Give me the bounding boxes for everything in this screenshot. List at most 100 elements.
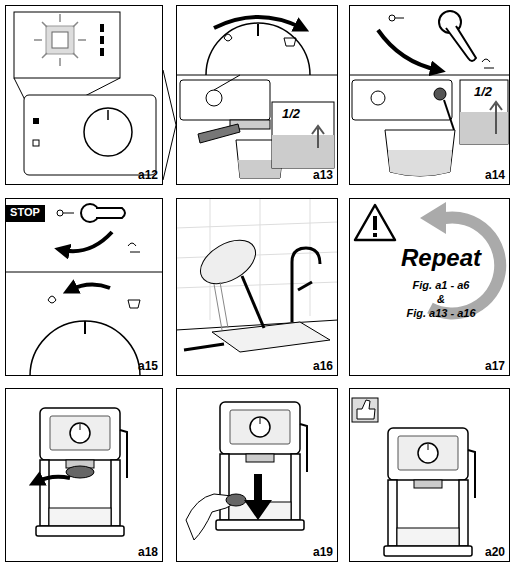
panel-text-group: a14 xyxy=(485,168,505,182)
panel-frame: a15 xyxy=(5,198,163,376)
off-symbol xyxy=(63,213,74,214)
panel-text-group: a15 xyxy=(138,359,158,373)
wall-tiles xyxy=(176,198,338,320)
figure-label: & xyxy=(380,293,502,305)
divider-line xyxy=(349,75,510,76)
panel-text-group: a18 xyxy=(138,545,158,559)
level-arrow xyxy=(490,102,502,134)
espresso-machine xyxy=(36,408,127,536)
figure-label: Fig. a13 - a16 xyxy=(380,307,502,319)
panel-text-group: a13 xyxy=(313,168,333,182)
steam-knob xyxy=(434,88,446,100)
warning-mark xyxy=(373,216,377,230)
panel-text-group: a12 xyxy=(138,168,158,182)
panel-number: a15 xyxy=(138,359,158,373)
dial-mark xyxy=(107,110,109,120)
panel-text-group: a17 xyxy=(485,359,505,373)
turn-arrow xyxy=(378,30,438,70)
steam-icon xyxy=(128,243,140,252)
dial-mark xyxy=(257,24,259,36)
figure-label: Fig. a1 - a6 xyxy=(380,279,502,291)
panel-text-group: a16 xyxy=(313,359,333,373)
panel-number: a12 xyxy=(138,168,158,182)
machine-front xyxy=(180,80,270,120)
drop-icon xyxy=(48,296,56,303)
drop-icon xyxy=(224,34,232,41)
off-symbol xyxy=(57,210,63,216)
off-symbol xyxy=(389,15,395,21)
milk-level xyxy=(388,150,452,176)
detail-inset xyxy=(14,12,120,78)
panel-number: a19 xyxy=(313,545,333,559)
light-glow xyxy=(46,26,74,54)
zoom-connector xyxy=(163,70,176,180)
figure-label: Repeat xyxy=(380,244,502,272)
milk-jug xyxy=(385,130,455,176)
water-tank xyxy=(193,231,263,292)
panel-frame: a20 xyxy=(349,388,510,562)
gauge xyxy=(206,90,222,106)
dial-arc xyxy=(206,23,310,75)
indicator-light xyxy=(52,32,68,48)
panel-frame: a12 xyxy=(5,5,163,185)
knob-lever xyxy=(446,26,476,61)
stop-badge xyxy=(5,205,45,222)
panel-number: a14 xyxy=(485,168,505,182)
panel-number: a17 xyxy=(485,359,505,373)
figure-label: 1/2 xyxy=(274,106,308,121)
panel-frame: a13 xyxy=(176,5,338,185)
water-level xyxy=(272,135,334,168)
callout-line xyxy=(214,75,240,90)
detail-inset xyxy=(460,80,508,144)
repeat-arrow-head xyxy=(420,202,446,234)
down-arrow xyxy=(244,474,272,520)
divider-line xyxy=(176,75,338,76)
panel-text-group: a19 xyxy=(313,545,333,559)
indicator-bar xyxy=(100,48,104,56)
panel-frame: a16 xyxy=(176,198,338,376)
divider-line xyxy=(5,272,163,273)
espresso-machine xyxy=(216,402,307,530)
water-stream xyxy=(214,282,228,330)
gauge xyxy=(371,91,385,105)
selector-dial xyxy=(84,108,132,156)
panel-frame: a18 xyxy=(5,388,163,562)
warning-mark xyxy=(373,233,377,237)
figure-label: STOP xyxy=(5,206,45,218)
espresso-machine xyxy=(384,428,475,556)
thumbs-up-box xyxy=(352,398,378,422)
panel-number: a20 xyxy=(485,545,505,559)
thumbs-up xyxy=(357,400,375,419)
off-symbol xyxy=(395,18,404,19)
indicator-bar xyxy=(100,36,104,44)
water-level xyxy=(460,112,508,144)
remove-arrow xyxy=(36,477,70,482)
panel-text-group: a20 xyxy=(485,545,505,559)
cup-icon xyxy=(128,300,140,308)
warning-triangle xyxy=(355,205,395,240)
turn-arrow xyxy=(70,284,110,290)
faucet xyxy=(292,248,320,322)
level-arrow xyxy=(312,126,324,148)
tank-handle xyxy=(242,276,264,328)
panel-number: a13 xyxy=(313,168,333,182)
portafilter-handle xyxy=(198,124,240,143)
drawer-handle xyxy=(184,344,224,350)
light-rays xyxy=(34,14,86,66)
cup-icon xyxy=(284,38,296,46)
dial-arc xyxy=(30,321,140,376)
panel-frame: a19 xyxy=(176,388,338,562)
turn-arrow xyxy=(62,232,112,251)
figure-label: 1/2 xyxy=(466,84,500,99)
indicator-bar xyxy=(100,24,104,32)
steam-icon xyxy=(482,59,494,68)
knob-lever xyxy=(96,208,125,218)
indicator-light xyxy=(33,140,39,146)
portafilter xyxy=(226,494,246,506)
detail-inset xyxy=(272,102,334,168)
panel-number: a16 xyxy=(313,359,333,373)
machine-front xyxy=(352,80,452,120)
